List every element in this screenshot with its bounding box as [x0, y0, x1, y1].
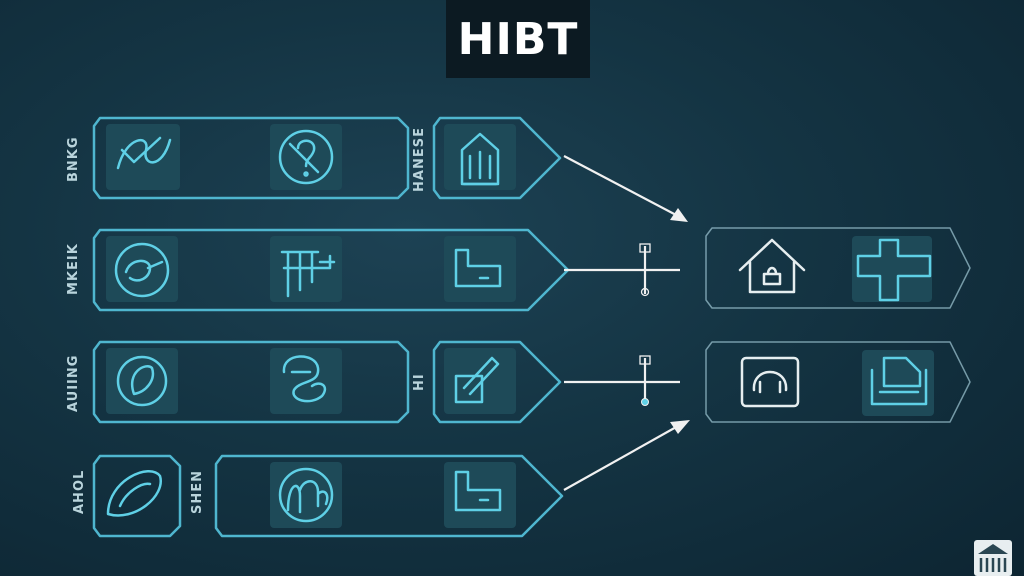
rune-icon [278, 467, 334, 523]
bank-icon [974, 540, 1012, 576]
row-3 [92, 340, 562, 424]
connector-row2-node-top [639, 243, 651, 253]
connector-row2-node-bottom [640, 287, 650, 297]
output-panel-2 [705, 341, 971, 423]
arrow-row1 [563, 155, 679, 217]
connectors [563, 155, 690, 491]
arrow-row1-head [670, 208, 688, 222]
connector-row3-node-bottom [641, 398, 649, 406]
row3-tile-2 [270, 348, 342, 414]
row-1 [92, 116, 562, 200]
bench-icon [280, 250, 336, 298]
output-panel-1 [705, 227, 971, 309]
checkbox-icon [454, 356, 500, 404]
house-icon [738, 238, 806, 294]
connector-row3-node-top [639, 355, 651, 365]
row1-panel-a [92, 116, 410, 200]
row2-panel [92, 228, 570, 312]
row1-panel-b [432, 116, 562, 200]
row-4 [92, 454, 564, 538]
eye-icon [106, 470, 162, 517]
diagram-title: HIBT [457, 13, 579, 65]
row4-panel-b [214, 454, 564, 538]
row4-tile-2 [270, 462, 342, 528]
row4-panel-a [92, 454, 182, 538]
card-icon-row2 [454, 248, 502, 288]
card-icon-row4 [454, 470, 502, 512]
title-box: HIBT [446, 0, 590, 78]
row-2 [92, 228, 570, 312]
arrow-row4 [563, 425, 679, 491]
cross-icon [856, 238, 932, 302]
row1-tile-1 [106, 124, 180, 190]
row3-panel-b [432, 340, 562, 424]
lock-icon [282, 355, 327, 403]
coin-icon [114, 242, 170, 298]
swirl-icon [116, 136, 172, 170]
question-circle-icon [278, 129, 334, 185]
row1-tile-2 [270, 124, 342, 190]
arrow-row4-head [670, 420, 690, 434]
row4-tile-3 [444, 462, 516, 528]
output1-tile [852, 236, 932, 302]
building-icon [460, 132, 500, 186]
frame-icon [740, 356, 800, 408]
output1-frame [705, 227, 971, 309]
leaf-circle-icon [116, 355, 168, 407]
output2-frame [705, 341, 971, 423]
row3-panel-a [92, 340, 410, 424]
chart-icon [870, 356, 928, 406]
